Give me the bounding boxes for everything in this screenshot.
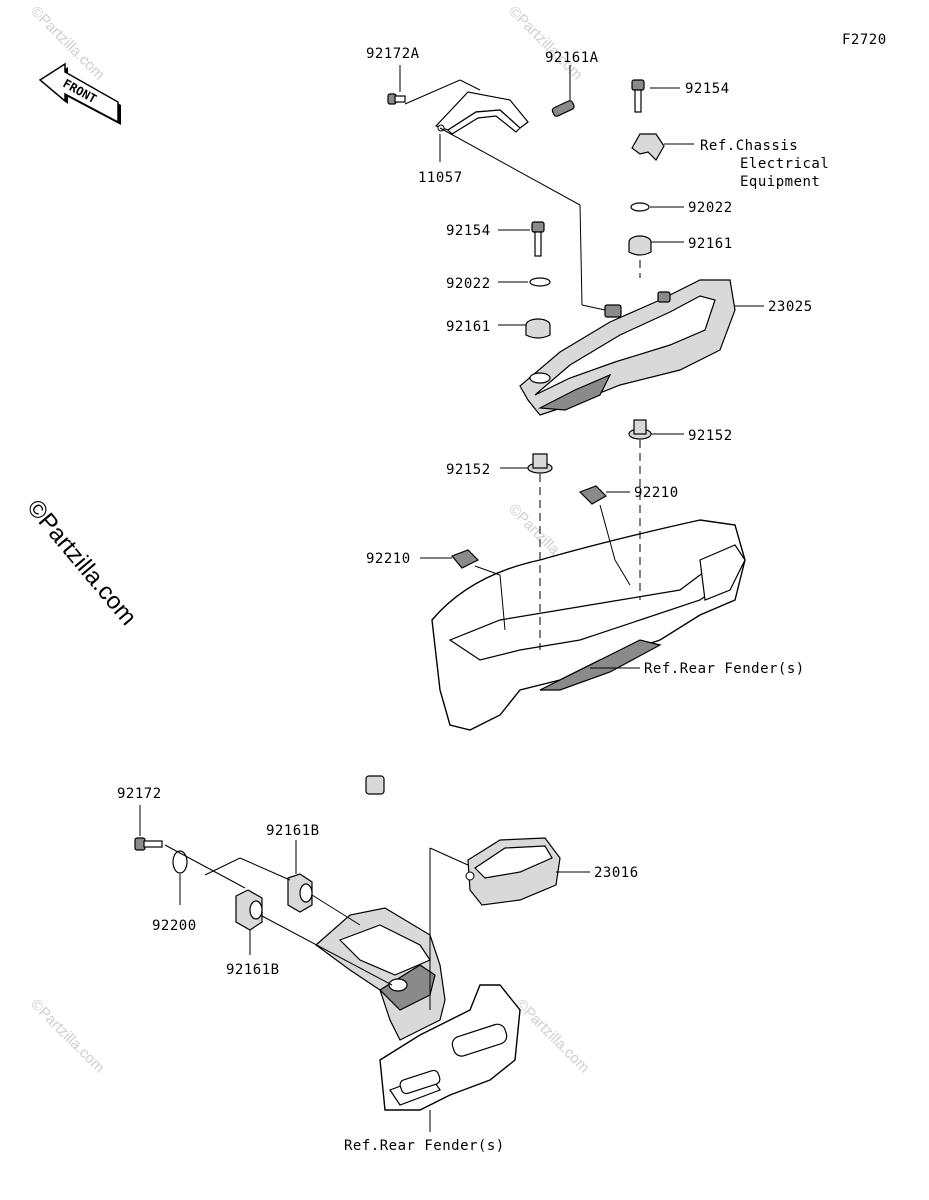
label-ref-chassis-line2: Electrical — [740, 156, 829, 172]
label-ref-chassis-line1: Ref.Chassis — [700, 138, 798, 154]
watermarks: ©Partzilla.com ©Partzilla.com ©Partzilla… — [21, 3, 592, 1077]
label-92172a: 92172A — [366, 46, 420, 62]
tail-light-housing-23025 — [519, 279, 736, 416]
washer-92022-right — [630, 202, 650, 212]
label-92210-right: 92210 — [634, 485, 679, 501]
watermark-side-logo: ©Partzilla.com — [21, 495, 141, 631]
bolt-92154-left — [531, 221, 545, 257]
grommet-92161b-bottom — [235, 889, 263, 931]
collar-92152-right — [628, 419, 652, 440]
watermark-bottom-center: ©Partzilla.com — [512, 996, 593, 1077]
label-ref-rear-fender-lower: Ref.Rear Fender(s) — [344, 1138, 505, 1154]
label-92152-right: 92152 — [688, 428, 733, 444]
grommet-92161-right — [628, 235, 652, 256]
rear-fender-upper — [431, 519, 746, 731]
watermark-bottom-left: ©Partzilla.com — [27, 996, 108, 1077]
front-arrow-icon: FRONT — [38, 62, 121, 125]
bracket-11057 — [434, 91, 529, 135]
label-92161-right: 92161 — [688, 236, 733, 252]
washer-92200 — [172, 850, 188, 874]
label-92161b-bottom: 92161B — [226, 962, 280, 978]
label-23016: 23016 — [594, 865, 639, 881]
label-92161b-top: 92161B — [266, 823, 320, 839]
wire-harness — [365, 775, 471, 857]
label-23025: 23025 — [768, 299, 813, 315]
clip-chassis-electrical — [631, 133, 665, 161]
bolt-92154-top — [631, 79, 645, 113]
label-92154-left: 92154 — [446, 223, 491, 239]
label-92210-left: 92210 — [366, 551, 411, 567]
label-92152-left: 92152 — [446, 462, 491, 478]
collar-92152-left — [527, 453, 553, 474]
watermark-top-center: ©Partzilla.com — [505, 3, 586, 84]
screw-92172 — [134, 837, 163, 851]
label-ref-chassis-line3: Equipment — [740, 174, 820, 190]
leader-lines-top — [399, 65, 764, 669]
label-92154-top: 92154 — [685, 81, 730, 97]
rear-fender-lower — [379, 984, 521, 1111]
leader-lines-bottom — [139, 805, 590, 1132]
label-92022-left: 92022 — [446, 276, 491, 292]
washer-92022-left — [529, 277, 551, 287]
label-92200: 92200 — [152, 918, 197, 934]
figure-code: F2720 — [842, 32, 887, 48]
license-bracket — [315, 907, 446, 1041]
grommet-92161a — [551, 100, 575, 117]
screw-92172a — [387, 93, 406, 105]
nut-92210-right — [578, 485, 607, 505]
label-92022-right: 92022 — [688, 200, 733, 216]
label-92161a: 92161A — [545, 50, 599, 66]
nut-92210-left — [450, 549, 480, 569]
label-92161-left: 92161 — [446, 319, 491, 335]
grommet-92161b-top — [287, 873, 313, 913]
label-ref-rear-fender-upper: Ref.Rear Fender(s) — [644, 661, 805, 677]
label-92172: 92172 — [117, 786, 162, 802]
grommet-92161-left — [525, 318, 551, 339]
license-lamp-23016 — [465, 837, 561, 906]
label-11057: 11057 — [418, 170, 463, 186]
